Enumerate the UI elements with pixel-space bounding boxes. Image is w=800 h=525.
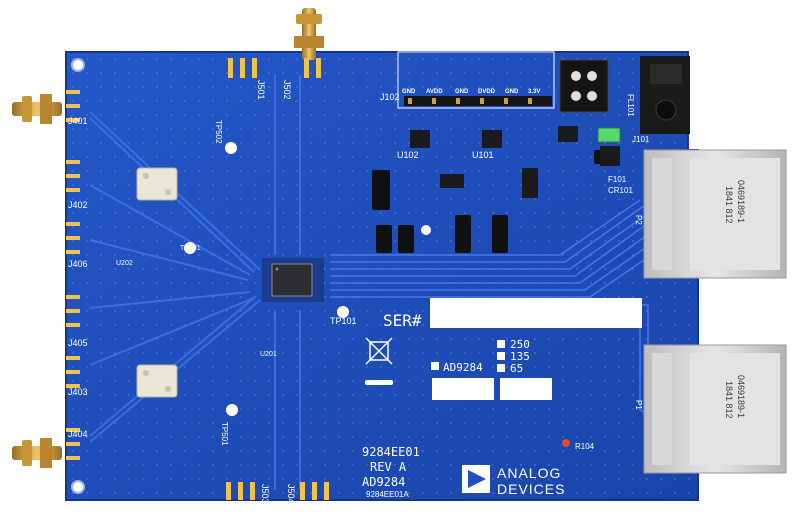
led-green <box>597 127 621 143</box>
edge-footprints-tb <box>226 58 329 500</box>
header-label: J102 <box>380 92 400 102</box>
tp-label: TP201 <box>180 245 201 252</box>
header-pin-label: 3.3V <box>528 89 540 95</box>
right-label-r104: R104 <box>575 442 595 451</box>
u-label: U202 <box>116 260 133 267</box>
right-label-p2: P2 <box>634 215 643 225</box>
rj45-code-top: 1841 812 <box>724 186 734 224</box>
header-pin-label: AVDD <box>426 89 443 95</box>
connector-label-j502: J502 <box>282 80 292 100</box>
weee-symbol <box>365 337 393 365</box>
transformer-top <box>136 167 178 201</box>
connector-label: J403 <box>68 387 88 397</box>
test-points <box>184 142 431 416</box>
blank-box-2 <box>500 378 552 400</box>
header-pin-label: DVDD <box>478 89 496 95</box>
rate-option: 65 <box>510 362 523 375</box>
serial-number-field <box>430 298 642 328</box>
connector-label: J406 <box>68 259 88 269</box>
rj45-code-bottom: 1841 812 <box>724 381 734 419</box>
tp-label: TP502 <box>214 120 223 144</box>
part-label: AD9284 <box>443 361 483 374</box>
part-checkbox <box>431 362 439 370</box>
u-label: U201 <box>260 351 277 358</box>
r104-pad <box>562 439 570 447</box>
rj45-connector-top <box>643 149 787 279</box>
rate-option: 135 <box>510 350 530 363</box>
power-jack-j101 <box>640 56 690 134</box>
ser-label: SER# <box>383 311 422 330</box>
adc-chip <box>262 258 324 302</box>
sma-connector-j404 <box>12 438 62 468</box>
fuse-label: FL101 <box>626 94 635 117</box>
power-jack-label: J101 <box>632 135 650 144</box>
rj45-text-bottom: 0469189-1 <box>736 375 746 418</box>
right-label-f101: F101 <box>608 175 627 184</box>
connector-label: J402 <box>68 200 88 210</box>
mounting-hole-bl <box>71 480 85 494</box>
blank-box-1 <box>432 378 494 400</box>
u-label: U101 <box>472 150 494 160</box>
header-pin-label: GND <box>402 89 416 95</box>
header-pin-labels: GND AVDD GND DVDD GND 3.3V <box>402 89 540 95</box>
right-label-cr101: CR101 <box>608 186 633 195</box>
connector-label-j503: J503 <box>260 484 270 504</box>
logo-line-2: DEVICES <box>497 481 565 497</box>
header-pin-label: GND <box>505 89 519 95</box>
connector-label: J405 <box>68 338 88 348</box>
rate-options: 250 135 65 <box>497 338 530 375</box>
logo-line-1: ANALOG <box>497 465 561 481</box>
connector-label-j504: J504 <box>286 484 296 504</box>
mounting-hole-tl <box>71 58 85 72</box>
connector-label: J404 <box>68 429 88 439</box>
sma-connector-top <box>294 8 324 60</box>
rate-option: 250 <box>510 338 530 351</box>
left-connector-labels: J401 J402 J406 J405 J403 J404 <box>68 116 88 439</box>
tp-label: TP101 <box>330 316 357 326</box>
rev-label: REV A <box>370 460 407 474</box>
right-label-p1: P1 <box>634 400 643 410</box>
rj45-connector-bottom <box>643 344 787 474</box>
transformer-bottom <box>136 364 178 398</box>
board-id: 9284EE01 <box>362 445 420 459</box>
u-label: U102 <box>397 150 419 160</box>
board-id-small: 9284EE01A <box>366 490 409 499</box>
header-pin-label: GND <box>455 89 469 95</box>
header-j102 <box>397 51 555 109</box>
tp-label: TP501 <box>220 422 229 446</box>
connector-label-j501: J501 <box>256 80 266 100</box>
part-label-2: AD9284 <box>362 475 405 489</box>
jumpers <box>372 150 614 253</box>
sma-connector-j401 <box>12 94 62 124</box>
misc-ics <box>410 126 620 198</box>
connector-label: J401 <box>68 116 88 126</box>
rj45-text-top: 0469189-1 <box>736 180 746 223</box>
fuse-fl101 <box>559 59 609 113</box>
logo-mark <box>462 465 490 493</box>
white-bar <box>365 380 393 385</box>
edge-footprints-left <box>66 90 80 460</box>
